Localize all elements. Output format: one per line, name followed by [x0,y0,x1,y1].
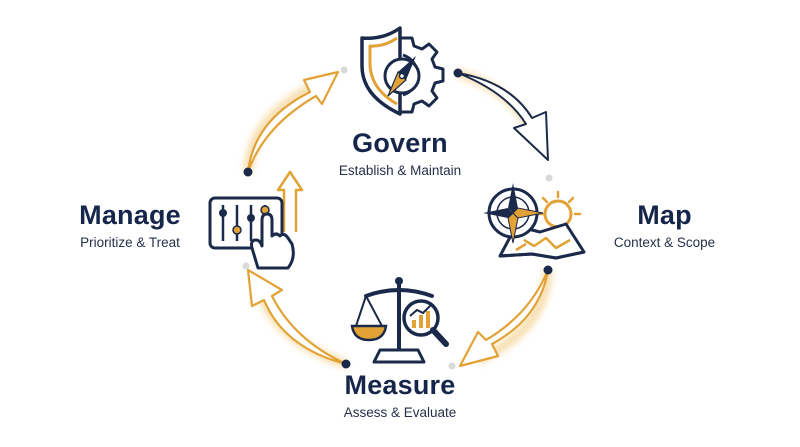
stage-title: Manage [79,200,181,230]
arrow-manage-to-govern [243,66,348,177]
stage-govern: Govern Establish & Maintain [300,128,500,178]
stage-subtitle: Assess & Evaluate [343,405,457,420]
sliders-hand-arrow-icon [208,170,304,270]
stage-manage: Manage Prioritize & Treat [40,200,220,250]
stage-title: Govern [352,128,448,158]
arrow-govern-to-map [453,68,553,182]
arrow-map-to-measure [448,265,553,370]
stage-subtitle: Context & Scope [613,235,716,250]
stage-title: Map [637,200,692,230]
stage-subtitle: Establish & Maintain [338,163,462,178]
stage-map: Map Context & Scope [582,200,747,250]
arrow-measure-to-manage [242,262,351,369]
stage-title: Measure [344,370,456,400]
stage-subtitle: Prioritize & Treat [80,235,180,250]
scale-magnifier-chart-icon [350,277,449,364]
compass-map-sun-icon [483,183,586,260]
shield-compass-gear-icon [360,26,445,116]
stage-measure: Measure Assess & Evaluate [300,370,500,420]
